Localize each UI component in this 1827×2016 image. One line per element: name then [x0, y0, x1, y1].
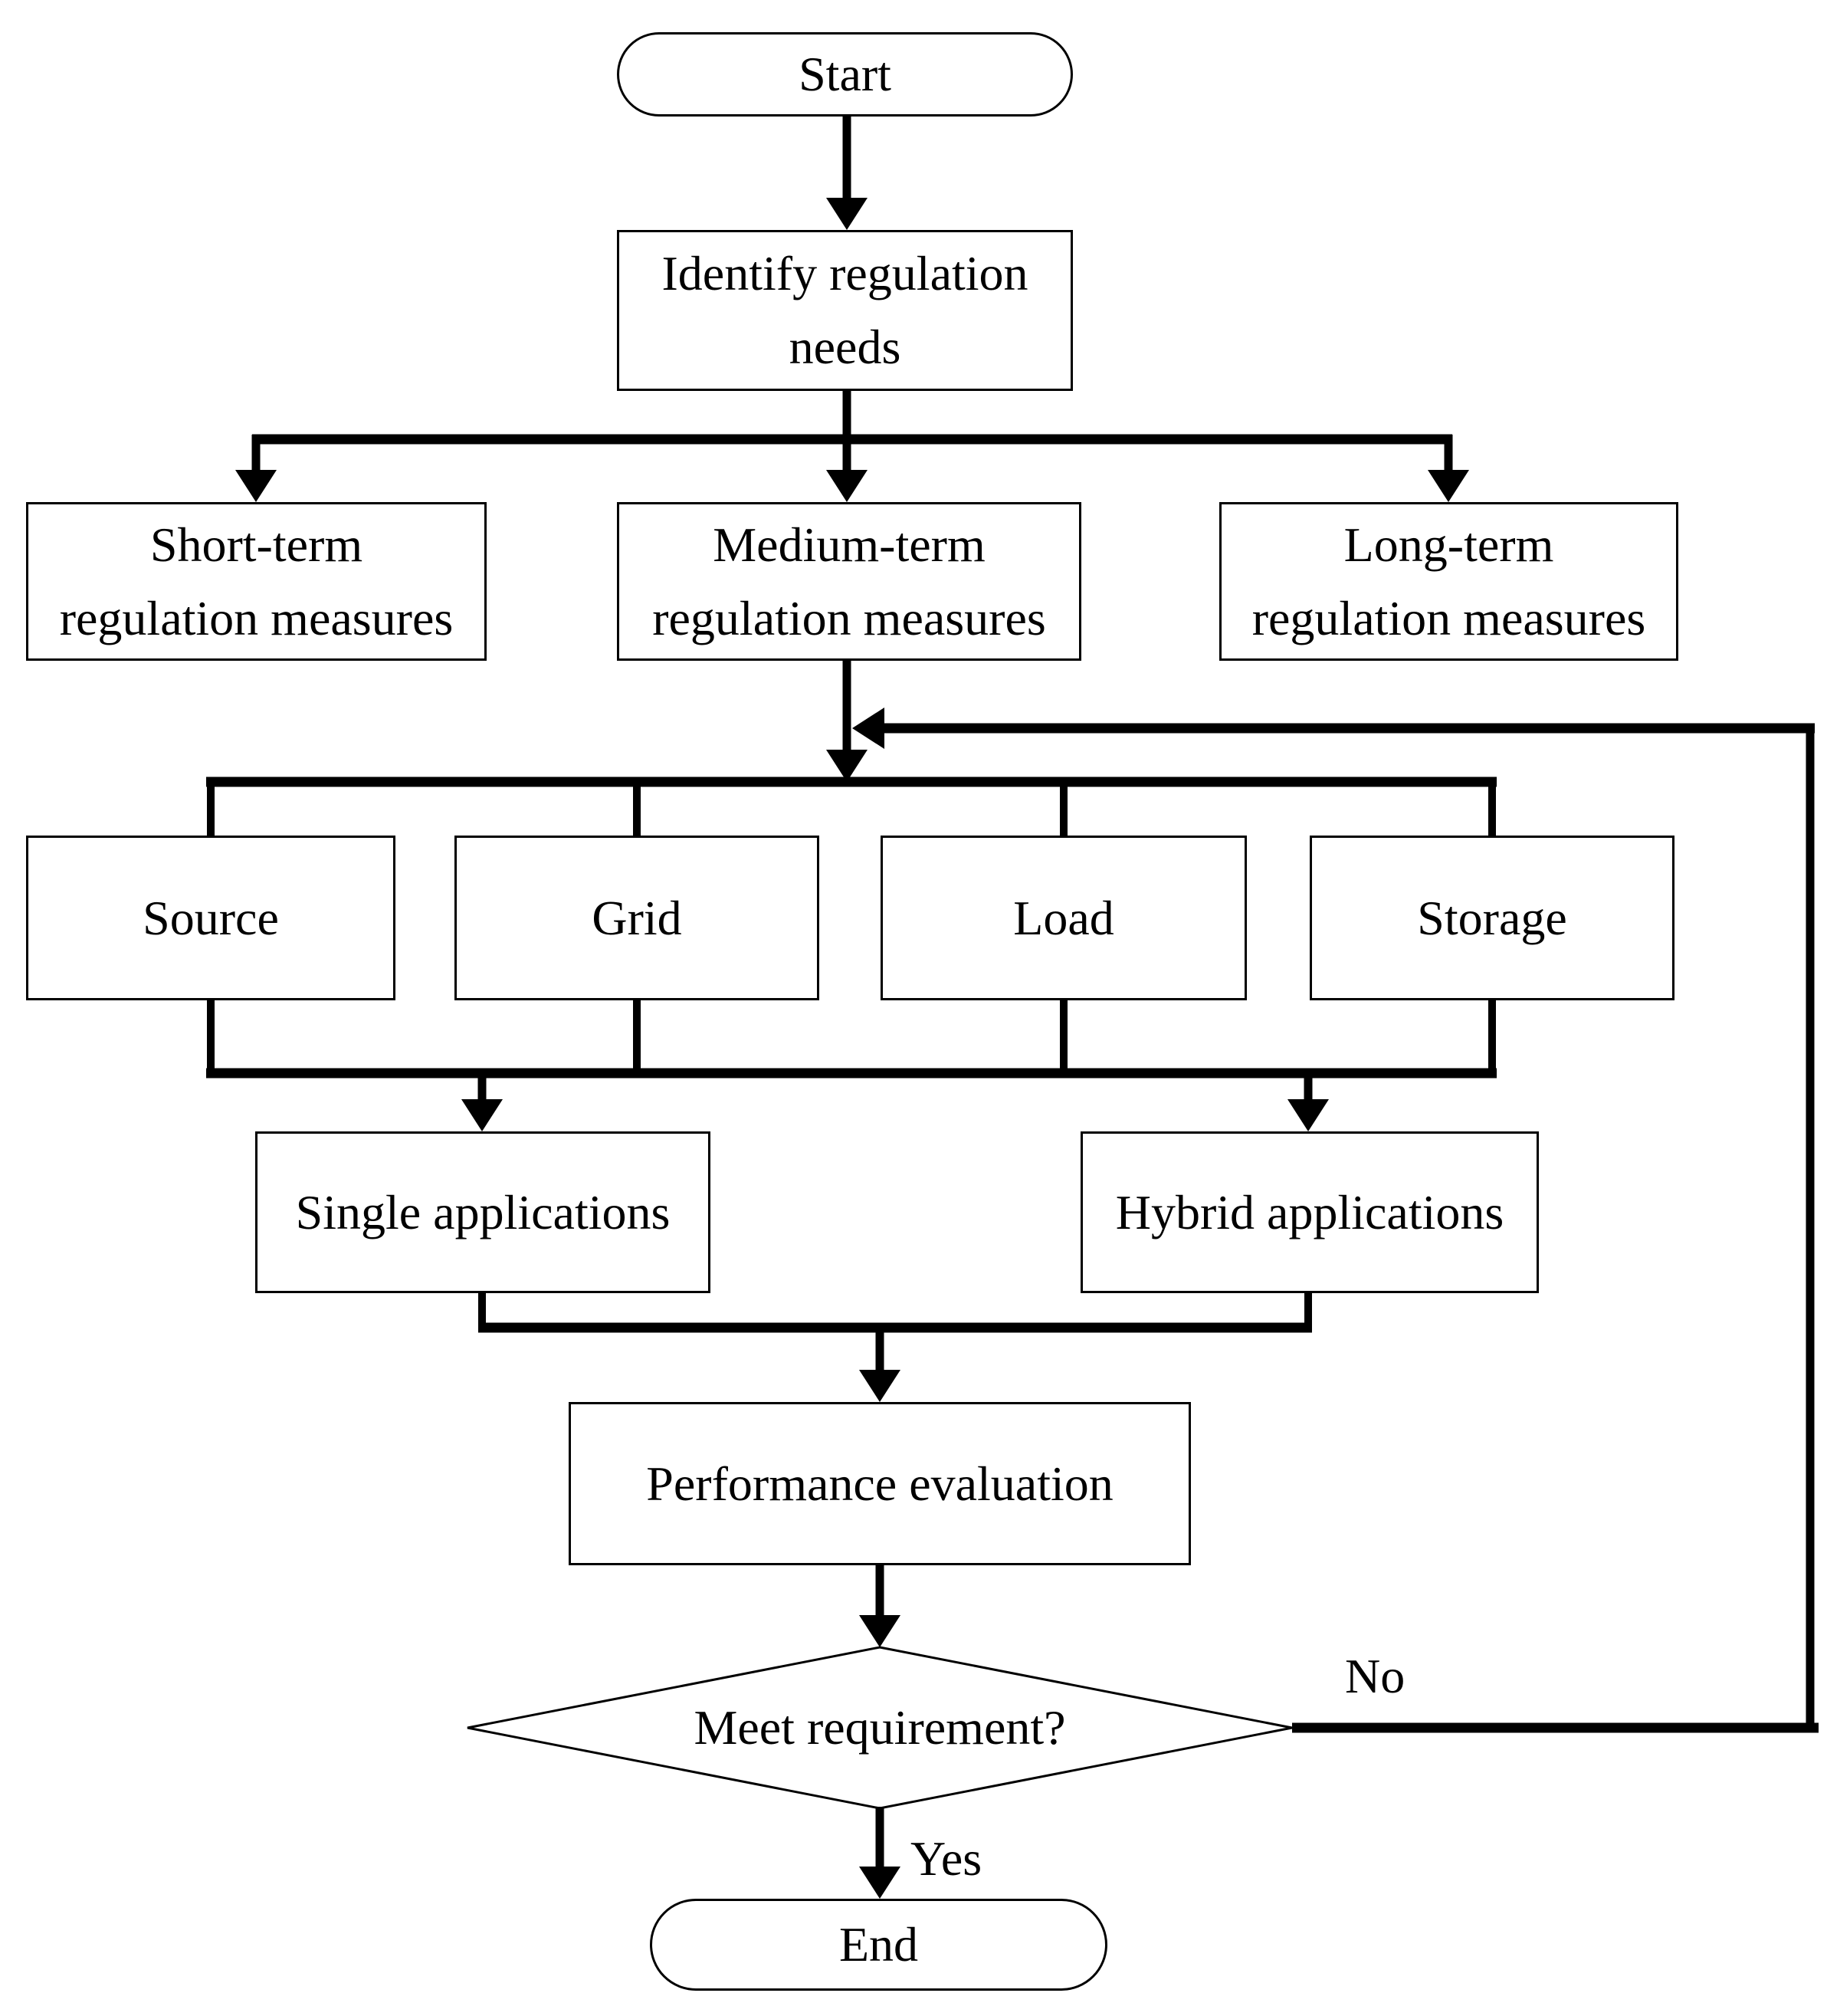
arrowhead-performance	[859, 1370, 900, 1402]
source-box: Source	[26, 836, 395, 1000]
end-terminator: End	[650, 1899, 1107, 1991]
long-term-measures-box: Long-term regulation measures	[1219, 502, 1678, 661]
storage-box: Storage	[1310, 836, 1674, 1000]
arrowhead-feedback-left	[852, 708, 884, 749]
arrowhead-long	[1428, 470, 1469, 502]
arrowhead-end	[859, 1867, 900, 1899]
grid-box: Grid	[454, 836, 819, 1000]
arrowhead-short	[235, 470, 277, 502]
arrowhead-cluster-bar	[826, 750, 868, 782]
arrowhead-medium	[826, 470, 868, 502]
no-edge-label: No	[1345, 1649, 1406, 1703]
start-terminator: Start	[617, 32, 1073, 117]
identify-regulation-needs-box: Identify regulation needs	[617, 230, 1073, 391]
arrowhead-identify	[826, 198, 868, 230]
arrowhead-decision	[859, 1615, 900, 1647]
arrowhead-hybrid	[1287, 1099, 1329, 1131]
single-applications-box: Single applications	[255, 1131, 710, 1293]
decision-label: Meet requirement?	[694, 1700, 1066, 1755]
arrowhead-single	[461, 1099, 503, 1131]
hybrid-applications-box: Hybrid applications	[1081, 1131, 1539, 1293]
load-box: Load	[881, 836, 1247, 1000]
yes-edge-label: Yes	[910, 1831, 982, 1886]
short-term-measures-box: Short-term regulation measures	[26, 502, 487, 661]
performance-evaluation-box: Performance evaluation	[569, 1402, 1191, 1565]
medium-term-measures-box: Medium-term regulation measures	[617, 502, 1081, 661]
